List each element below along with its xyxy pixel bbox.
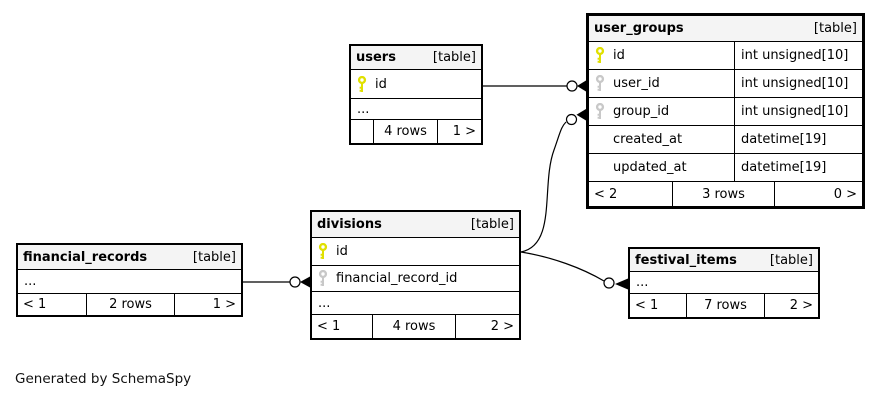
table-tag: [table]	[769, 252, 813, 268]
crows-foot-arrow	[577, 80, 586, 92]
column-type: int unsigned[10]	[741, 48, 849, 63]
column-row-financial-record-id: financial_record_id	[312, 266, 519, 292]
footer-rowcount: 3 rows	[673, 182, 775, 206]
generated-by-note: Generated by SchemaSpy	[15, 371, 192, 387]
table-tag: [table]	[432, 50, 476, 65]
table-tag: [table]	[192, 249, 236, 265]
column-name: id	[375, 76, 387, 92]
table-header: users [table]	[351, 46, 481, 70]
column-name: updated_at	[613, 160, 687, 175]
footer-children: 2 >	[789, 298, 813, 313]
foreign-key-icon	[318, 270, 328, 287]
column-name: group_id	[613, 104, 670, 119]
zero-or-one-circle	[566, 80, 578, 92]
column-type: datetime[19]	[741, 160, 827, 175]
column-row-ellipsis: ...	[312, 292, 519, 315]
primary-key-icon	[357, 75, 367, 93]
table-users[interactable]: users [table] id ... 4 rows 1 >	[349, 44, 483, 145]
column-row-ellipsis: ...	[630, 272, 818, 294]
column-row-updated-at: updated_at datetime[19]	[589, 154, 862, 182]
column-row-user-id: user_id int unsigned[10]	[589, 70, 862, 98]
table-footer: 4 rows 1 >	[351, 120, 481, 143]
column-type: int unsigned[10]	[741, 104, 849, 119]
table-divisions[interactable]: divisions [table] id financial_record_id…	[310, 210, 521, 340]
table-name[interactable]: user_groups	[594, 21, 684, 36]
column-row-ellipsis: ...	[18, 270, 241, 294]
primary-key-icon	[595, 47, 605, 64]
foreign-key-icon	[595, 103, 605, 120]
crows-foot-arrow	[615, 278, 628, 290]
primary-key-icon	[318, 243, 328, 260]
table-footer: < 1 4 rows 2 >	[312, 315, 519, 338]
table-tag: [table]	[470, 217, 514, 232]
column-row-created-at: created_at datetime[19]	[589, 126, 862, 154]
foreign-key-icon	[595, 75, 605, 92]
ellipsis-label: ...	[636, 275, 649, 290]
table-footer: < 2 3 rows 0 >	[589, 182, 862, 206]
footer-rowcount: 7 rows	[687, 294, 765, 317]
footer-parents	[351, 120, 374, 143]
ellipsis-label: ...	[318, 295, 331, 311]
table-header: festival_items [table]	[630, 249, 818, 272]
footer-parents: < 1	[630, 294, 687, 317]
footer-parents: < 1	[312, 315, 373, 338]
footer-children: 1 >	[452, 124, 476, 139]
footer-children: 2 >	[490, 319, 514, 334]
table-financial-records[interactable]: financial_records [table] ... < 1 2 rows…	[16, 243, 243, 317]
table-header: financial_records [table]	[18, 245, 241, 270]
table-name[interactable]: festival_items	[635, 252, 737, 268]
column-name: financial_record_id	[336, 271, 458, 286]
relationship-divisions-to-user-groups	[520, 109, 586, 253]
relationship-financial-records-to-divisions	[243, 276, 310, 288]
zero-or-one-circle	[565, 113, 578, 126]
crows-foot-arrow	[576, 109, 586, 121]
table-name[interactable]: financial_records	[23, 249, 148, 265]
table-name[interactable]: users	[356, 50, 396, 65]
column-name: id	[336, 244, 348, 259]
footer-parents: < 1	[18, 294, 87, 315]
footer-parents: < 2	[589, 182, 673, 206]
relationship-users-to-user-groups	[483, 80, 586, 92]
footer-children: 0 >	[833, 186, 857, 202]
table-header: user_groups [table]	[589, 16, 862, 42]
table-footer: < 1 7 rows 2 >	[630, 294, 818, 317]
column-row-group-id: group_id int unsigned[10]	[589, 98, 862, 126]
table-user-groups[interactable]: user_groups [table] id int unsigned[10] …	[586, 13, 865, 209]
column-row-id: id int unsigned[10]	[589, 42, 862, 70]
zero-or-one-circle	[603, 277, 615, 289]
column-type: int unsigned[10]	[741, 76, 849, 91]
table-name[interactable]: divisions	[317, 217, 382, 232]
table-tag: [table]	[813, 21, 857, 36]
footer-rowcount: 2 rows	[87, 294, 175, 315]
relationship-divisions-to-festival-items	[520, 251, 628, 290]
column-row-id: id	[351, 70, 481, 99]
column-type: datetime[19]	[741, 132, 827, 147]
ellipsis-label: ...	[24, 274, 37, 289]
table-festival-items[interactable]: festival_items [table] ... < 1 7 rows 2 …	[628, 247, 820, 319]
footer-children: 1 >	[212, 297, 236, 312]
ellipsis-label: ...	[357, 101, 370, 117]
crows-foot-arrow	[300, 276, 310, 288]
footer-rowcount: 4 rows	[373, 315, 456, 338]
column-name: created_at	[613, 132, 683, 147]
column-row-ellipsis: ...	[351, 99, 481, 120]
column-row-id: id	[312, 238, 519, 266]
column-name: user_id	[613, 76, 660, 91]
table-header: divisions [table]	[312, 212, 519, 238]
zero-or-one-circle	[289, 276, 301, 288]
column-name: id	[613, 48, 625, 63]
table-footer: < 1 2 rows 1 >	[18, 294, 241, 315]
footer-rowcount: 4 rows	[374, 120, 438, 143]
